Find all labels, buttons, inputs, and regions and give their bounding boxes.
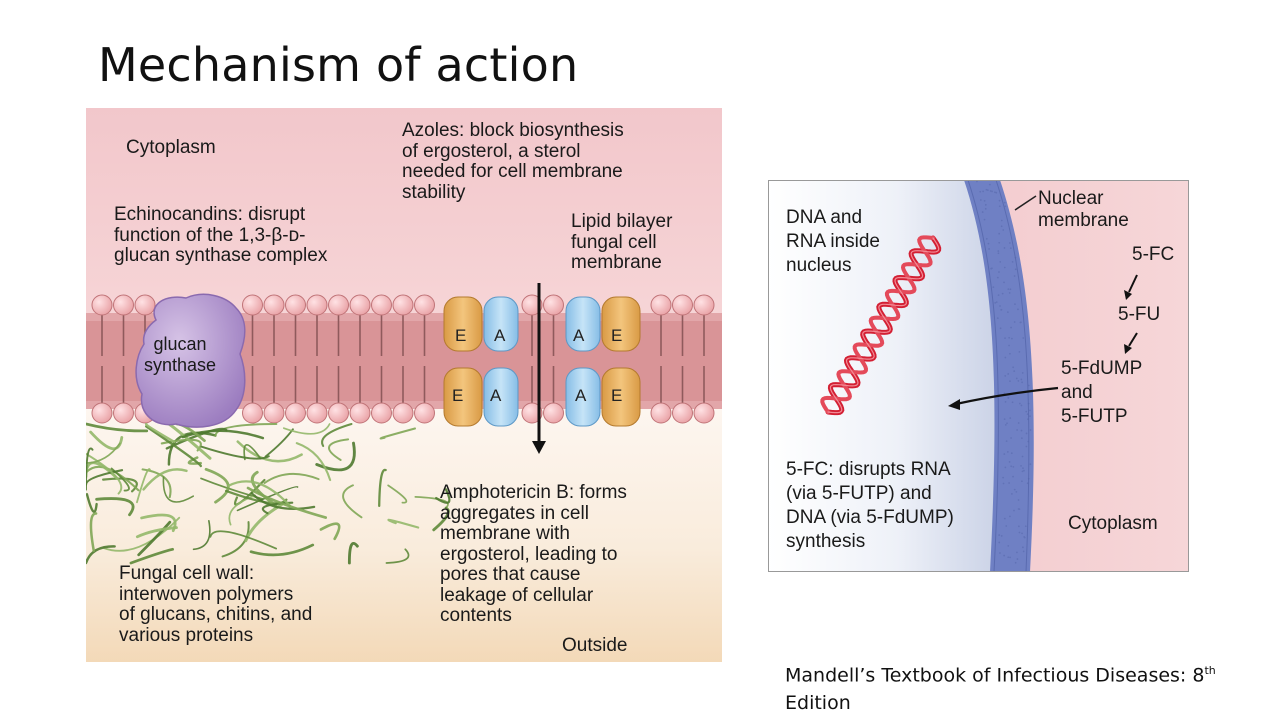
dna-rna-label: DNA and RNA inside nucleus	[786, 207, 880, 276]
step-5fc: 5-FC	[1132, 244, 1175, 265]
lipid-head	[242, 294, 263, 316]
lipid-head	[693, 402, 715, 424]
lipid-head	[543, 294, 564, 316]
lipid-head	[306, 402, 328, 424]
pore-label-e: E	[455, 326, 466, 345]
cytoplasm-region	[86, 108, 722, 308]
lipid-head	[543, 402, 564, 424]
flucytosine-diagram: DNA and RNA inside nucleus Nuclear membr…	[768, 180, 1189, 572]
pore-label-a: A	[573, 326, 585, 345]
cytoplasm-label-right: Cytoplasm	[1068, 513, 1158, 534]
nuclear-membrane-texture	[976, 180, 1032, 572]
pore-label-a: A	[575, 386, 587, 405]
citation-text: Mandell’s Textbook of Infectious Disease…	[785, 664, 1205, 687]
lipid-heads	[91, 294, 715, 424]
nucleus-illustration	[768, 180, 1189, 572]
step-5fu: 5-FU	[1118, 304, 1161, 325]
citation-edition: Edition	[785, 692, 851, 715]
lipid-head	[306, 294, 328, 316]
lipid-head	[693, 294, 715, 316]
fungal-cell-wall-fibers	[86, 422, 451, 565]
outside-label: Outside	[562, 635, 628, 656]
arrow-5fu-to-products	[1128, 332, 1138, 347]
lipid-head	[672, 294, 693, 316]
lipid-head	[650, 402, 672, 424]
amphotericin-pore-right	[565, 296, 641, 427]
lipid-head	[414, 402, 435, 424]
cell-wall-label: Fungal cell wall: interwoven polymers of…	[119, 563, 313, 646]
pore-label-e: E	[611, 326, 622, 345]
step-products: 5-FdUMP and 5-FUTP	[1061, 358, 1143, 427]
lipid-head	[91, 402, 113, 424]
lipid-head	[91, 294, 113, 316]
pore-label-e: E	[611, 386, 622, 405]
azoles-label: Azoles: block biosynthesis of ergosterol…	[402, 120, 624, 203]
lipid-head	[285, 402, 306, 424]
cytoplasm-label: Cytoplasm	[126, 137, 216, 158]
lipid-head	[134, 294, 156, 316]
leakage-arrow-head	[532, 441, 546, 454]
lipid-head	[414, 294, 435, 316]
lipid-head	[242, 402, 263, 424]
dna-helix	[820, 235, 942, 416]
lipid-bilayer-label: Lipid bilayer fungal cell membrane	[571, 211, 673, 273]
fungal-cell-illustration: E A E A A E A E	[86, 108, 722, 662]
nucleus-interior	[768, 180, 1003, 572]
flucytosine-label: 5-FC: disrupts RNA (via 5-FUTP) and DNA …	[786, 459, 954, 552]
arrow-into-nucleus	[955, 386, 1059, 406]
lipid-head	[285, 294, 306, 316]
citation: Mandell’s Textbook of Infectious Disease…	[785, 657, 1255, 717]
nuclear-membrane-band	[964, 180, 1034, 572]
page-title: Mechanism of action	[98, 38, 579, 92]
lipid-head	[263, 402, 285, 424]
lipid-head	[650, 294, 672, 316]
nuclear-membrane-label: Nuclear membrane	[1038, 188, 1129, 231]
lipid-head	[328, 294, 349, 316]
citation-superscript: th	[1204, 664, 1216, 677]
glucan-synthase-label: glucan synthase	[143, 334, 217, 375]
outside-region	[86, 408, 722, 662]
lipid-head	[349, 402, 371, 424]
lipid-head	[328, 402, 349, 424]
lipid-head	[263, 294, 285, 316]
lipid-head	[392, 402, 414, 424]
lipid-head	[521, 294, 543, 316]
lipid-head	[349, 294, 371, 316]
lipid-head	[672, 402, 693, 424]
lipid-head	[113, 294, 134, 316]
arrow-5fc-to-5fu	[1128, 274, 1138, 293]
nuclear-membrane-pointer	[1014, 195, 1037, 211]
lipid-head	[521, 402, 543, 424]
echinocandins-label: Echinocandins: disrupt function of the 1…	[114, 204, 328, 266]
glucan-synthase-complex	[135, 293, 246, 428]
lipid-head	[113, 402, 134, 424]
pore-label-a: A	[494, 326, 506, 345]
lipid-head	[371, 294, 392, 316]
pore-label-e: E	[452, 386, 463, 405]
pore-label-a: A	[490, 386, 502, 405]
lipid-head	[371, 402, 392, 424]
amphotericin-label: Amphotericin B: forms aggregates in cell…	[440, 482, 627, 626]
amphotericin-pore-left	[443, 296, 519, 427]
lipid-head	[392, 294, 414, 316]
fungal-cell-diagram: E A E A A E A E Cytoplasm Azoles: block …	[86, 108, 722, 662]
